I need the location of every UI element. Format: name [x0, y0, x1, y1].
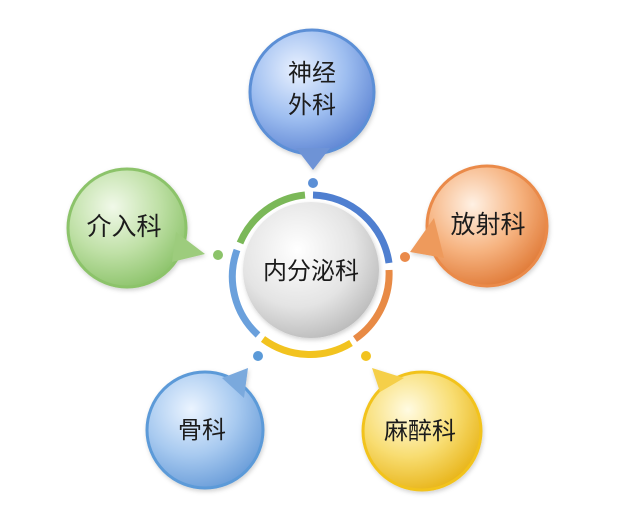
ring-segment-green: [236, 191, 306, 245]
bubble-interventional-circle: [66, 167, 188, 289]
orthopedics-label: 骨科: [178, 416, 226, 444]
ring-segment-blue: [312, 191, 393, 264]
bubble-radiology-tail: [410, 218, 444, 258]
dot-right: [400, 252, 410, 262]
center-ring: [228, 191, 393, 358]
neurosurgery-label-line2: 外科: [288, 91, 336, 119]
bubble-interventional-tail: [172, 232, 205, 262]
dot-top: [308, 178, 318, 188]
dot-left: [213, 250, 223, 260]
ring-segment-blue-left: [228, 248, 261, 338]
bubble-neurosurgery: 神经 外科: [248, 28, 376, 170]
bubble-neurosurgery-tail: [296, 148, 330, 170]
connector-dots: [213, 178, 410, 361]
bubble-orthopedics-circle: [145, 370, 265, 490]
ring-segment-orange: [352, 269, 393, 342]
anesthesiology-label: 麻醉科: [384, 417, 456, 445]
dot-bottom-right: [361, 351, 371, 361]
bubble-anesthesiology-circle: [361, 370, 483, 492]
interventional-label: 介入科: [86, 212, 161, 241]
center-label: 内分泌科: [263, 257, 359, 285]
bubble-orthopedics-tail: [222, 368, 248, 398]
bubble-radiology-circle: [425, 164, 549, 288]
bubble-interventional: 介入科: [66, 167, 205, 289]
ring-segment-yellow: [260, 336, 353, 358]
center-circle: [243, 202, 379, 338]
bubble-anesthesiology: 麻醉科: [361, 368, 483, 492]
bubble-orthopedics: 骨科: [145, 368, 265, 490]
radiology-label: 放射科: [450, 210, 525, 239]
bubble-anesthesiology-tail: [372, 368, 404, 392]
center-node: 内分泌科: [243, 202, 379, 338]
dot-bottom-left: [253, 351, 263, 361]
bubble-radiology: 放射科: [410, 164, 549, 288]
neurosurgery-label-line1: 神经: [288, 59, 336, 87]
